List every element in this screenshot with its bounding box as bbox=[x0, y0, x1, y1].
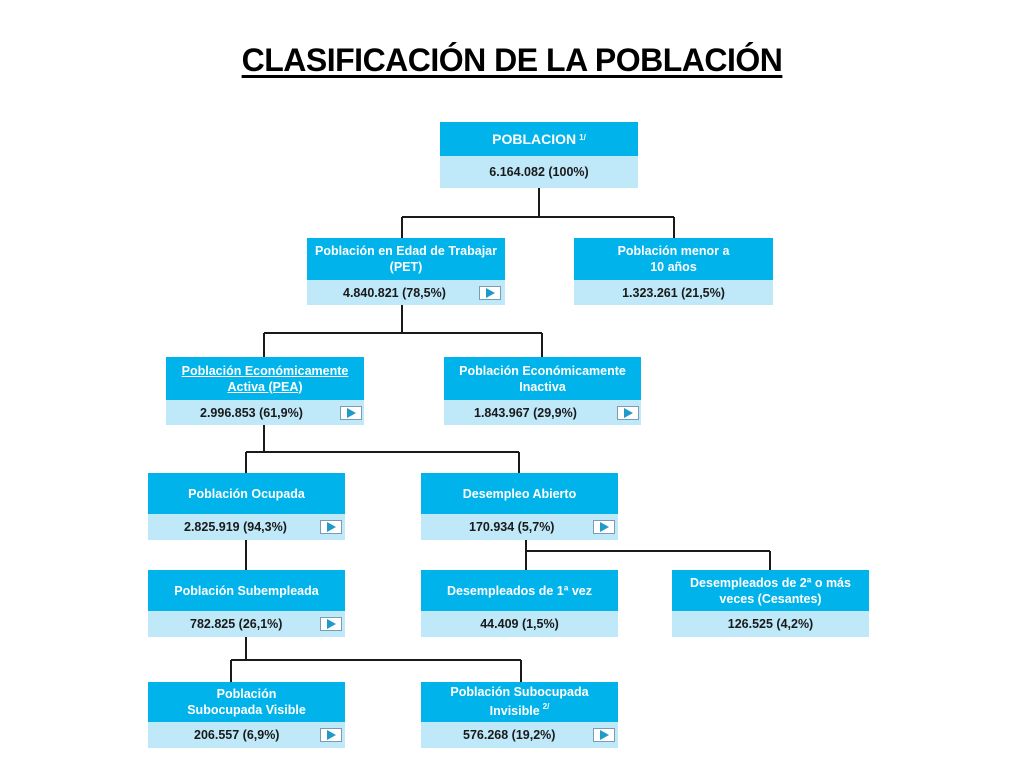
play-icon[interactable] bbox=[320, 617, 342, 631]
node-desempleo-value-row: 170.934 (5,7%) bbox=[421, 514, 618, 540]
node-desemp1-header: Desempleados de 1ª vez bbox=[421, 570, 618, 611]
node-menor10-value: 1.323.261 (21,5%) bbox=[622, 285, 725, 300]
node-pea-value: 2.996.853 (61,9%) bbox=[200, 405, 303, 420]
node-visible-header: Población Subocupada Visible bbox=[148, 682, 345, 722]
node-invisible-value: 576.268 (19,2%) bbox=[463, 728, 556, 742]
node-pet-header: Población en Edad de Trabajar (PET) bbox=[307, 238, 505, 280]
node-poblacion-value-row: 6.164.082 (100%) bbox=[440, 156, 638, 188]
node-poblacion-label: POBLACION bbox=[492, 131, 577, 147]
node-ocupada-label: Población Ocupada bbox=[188, 486, 305, 501]
node-ocupada-value: 2.825.919 (94,3%) bbox=[184, 520, 287, 534]
node-inactiva-header: Población Económicamente Inactiva bbox=[444, 357, 641, 400]
node-cesantes-value-row: 126.525 (4,2%) bbox=[672, 611, 869, 637]
play-icon[interactable] bbox=[320, 728, 342, 742]
node-desempleo: Desempleo Abierto 170.934 (5,7%) bbox=[421, 473, 618, 540]
connector-subempleada bbox=[230, 637, 522, 682]
play-icon[interactable] bbox=[617, 405, 639, 420]
connector-poblacion bbox=[401, 188, 675, 238]
node-menor10: Población menor a 10 años 1.323.261 (21,… bbox=[574, 238, 773, 305]
node-poblacion-note: 1/ bbox=[579, 133, 586, 142]
node-desempleo-label: Desempleo Abierto bbox=[462, 486, 577, 501]
node-ocupada: Población Ocupada 2.825.919 (94,3%) bbox=[148, 473, 345, 540]
node-ocupada-header: Población Ocupada bbox=[148, 473, 345, 514]
node-pea-header: Población Económicamente Activa (PEA) bbox=[166, 357, 364, 400]
node-desemp1: Desempleados de 1ª vez 44.409 (1,5%) bbox=[421, 570, 618, 637]
node-desemp1-value: 44.409 (1,5%) bbox=[480, 617, 559, 631]
node-invisible-note: 2/ bbox=[542, 702, 550, 712]
node-visible-label: Población Subocupada Visible bbox=[187, 687, 306, 717]
node-subempleada-header: Población Subempleada bbox=[148, 570, 345, 611]
node-inactiva-label: Población Económicamente Inactiva bbox=[459, 363, 626, 394]
node-cesantes-label: Desempleados de 2ª o más veces (Cesantes… bbox=[690, 575, 851, 606]
node-inactiva: Población Económicamente Inactiva 1.843.… bbox=[444, 357, 641, 425]
node-desempleo-value: 170.934 (5,7%) bbox=[469, 520, 555, 534]
node-cesantes: Desempleados de 2ª o más veces (Cesantes… bbox=[672, 570, 869, 637]
play-icon[interactable] bbox=[593, 520, 615, 534]
node-inactiva-value-row: 1.843.967 (29,9%) bbox=[444, 400, 641, 425]
node-desempleo-header: Desempleo Abierto bbox=[421, 473, 618, 514]
node-poblacion-header: POBLACION 1/ bbox=[440, 122, 638, 156]
node-menor10-label: Población menor a 10 años bbox=[617, 244, 730, 274]
page-title: CLASIFICACIÓN DE LA POBLACIÓN bbox=[241, 42, 783, 78]
node-cesantes-value: 126.525 (4,2%) bbox=[727, 617, 814, 631]
connector-pea bbox=[245, 425, 520, 473]
node-ocupada-value-row: 2.825.919 (94,3%) bbox=[148, 514, 345, 540]
node-invisible-value-row: 576.268 (19,2%) bbox=[421, 722, 618, 748]
node-subempleada-value: 782.825 (26,1%) bbox=[190, 617, 283, 631]
node-pet-value: 4.840.821 (78,5%) bbox=[343, 285, 446, 300]
play-icon[interactable] bbox=[320, 520, 342, 534]
connector-desempleo bbox=[525, 540, 771, 570]
node-pea-label: Población Económicamente Activa (PEA) bbox=[181, 363, 349, 394]
node-invisible-label: Población Subocupada Invisible bbox=[450, 685, 589, 719]
node-menor10-header: Población menor a 10 años bbox=[574, 238, 773, 280]
node-menor10-value-row: 1.323.261 (21,5%) bbox=[574, 280, 773, 305]
node-visible: Población Subocupada Visible 206.557 (6,… bbox=[148, 682, 345, 748]
play-icon[interactable] bbox=[340, 405, 362, 420]
node-cesantes-header: Desempleados de 2ª o más veces (Cesantes… bbox=[672, 570, 869, 611]
node-visible-value: 206.557 (6,9%) bbox=[194, 728, 280, 742]
node-pet-value-row: 4.840.821 (78,5%) bbox=[307, 280, 505, 305]
node-pea: Población Económicamente Activa (PEA) 2.… bbox=[166, 357, 364, 425]
node-pet: Población en Edad de Trabajar (PET) 4.84… bbox=[307, 238, 505, 305]
node-desemp1-value-row: 44.409 (1,5%) bbox=[421, 611, 618, 637]
node-poblacion-value: 6.164.082 (100%) bbox=[489, 165, 589, 179]
play-icon[interactable] bbox=[593, 728, 615, 742]
node-subempleada-value-row: 782.825 (26,1%) bbox=[148, 611, 345, 637]
node-pet-label: Población en Edad de Trabajar (PET) bbox=[315, 244, 497, 274]
node-subempleada-label: Población Subempleada bbox=[174, 583, 319, 598]
node-inactiva-value: 1.843.967 (29,9%) bbox=[474, 405, 577, 420]
node-desemp1-label: Desempleados de 1ª vez bbox=[447, 583, 592, 598]
node-visible-value-row: 206.557 (6,9%) bbox=[148, 722, 345, 748]
node-subempleada: Población Subempleada 782.825 (26,1%) bbox=[148, 570, 345, 637]
connector-pet bbox=[263, 305, 543, 357]
node-pea-value-row: 2.996.853 (61,9%) bbox=[166, 400, 364, 425]
play-icon[interactable] bbox=[479, 285, 501, 300]
node-poblacion: POBLACION 1/ 6.164.082 (100%) bbox=[440, 122, 638, 188]
